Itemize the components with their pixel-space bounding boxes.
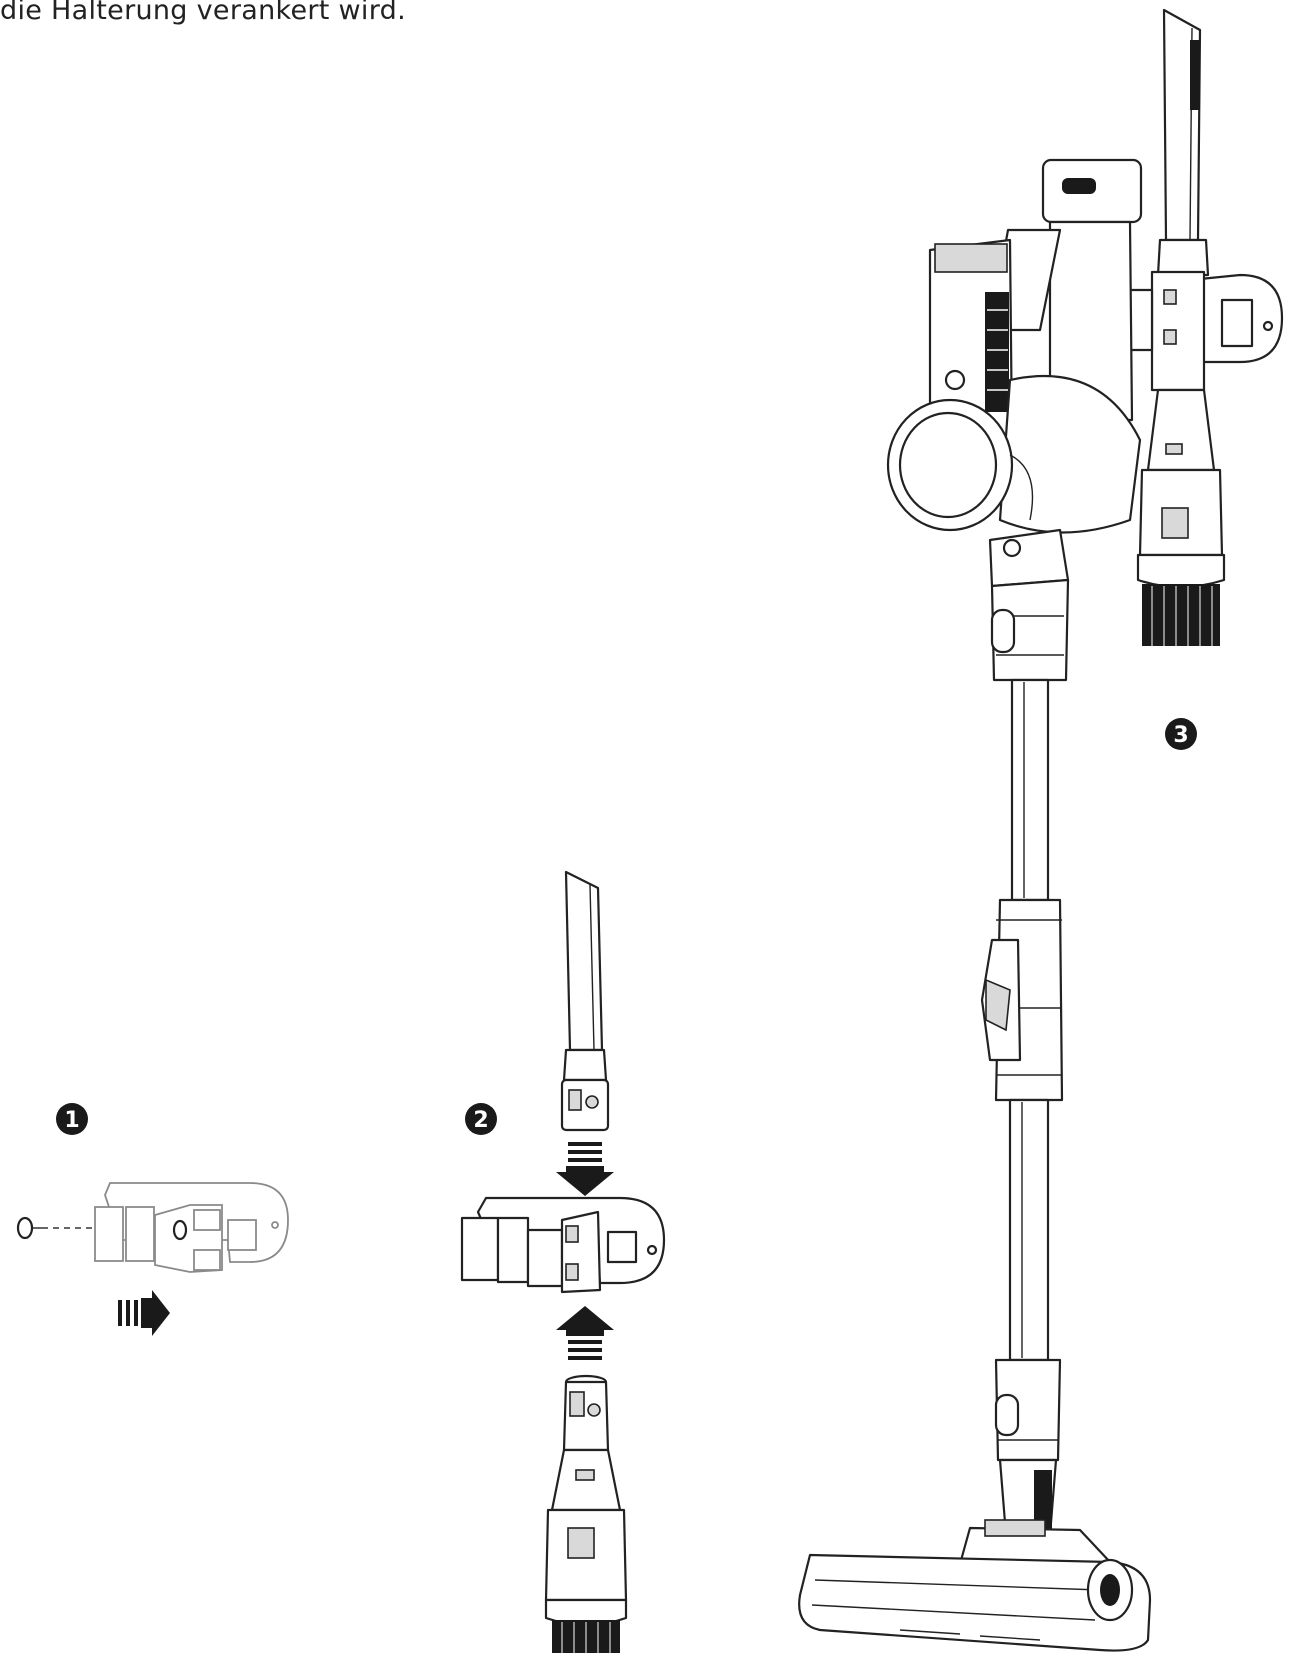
step-2-badge: 2 (465, 1103, 497, 1135)
step-3-badge: 3 (1165, 718, 1197, 750)
step-3-illustration: 3 (798, 8, 1284, 1652)
crevice-tool (560, 870, 610, 1132)
stored-brush-tool (1136, 388, 1226, 646)
step-2-number: 2 (473, 1108, 488, 1133)
telescoping-lock (980, 898, 1064, 1102)
intro-text: die Halterung verankert wird. (0, 0, 406, 26)
vacuum-main-body (886, 158, 1143, 588)
step-1-badge: 1 (56, 1103, 88, 1135)
wall-bracket (460, 1196, 666, 1294)
down-arrow-icon (556, 1142, 614, 1196)
step-1-illustration: 1 (16, 1103, 289, 1336)
step-3-number: 3 (1173, 723, 1188, 748)
floor-brush-head (798, 1519, 1152, 1652)
brush-tool (544, 1374, 628, 1653)
mounted-wall-bracket (1108, 270, 1284, 392)
brush-bristles (552, 1620, 620, 1653)
push-right-arrow-icon (118, 1290, 170, 1336)
step-2-illustration: 2 (460, 870, 666, 1653)
wand-lower-connector (994, 1358, 1062, 1537)
wall-bracket-faded (94, 1182, 289, 1273)
up-arrow-icon (556, 1306, 614, 1360)
wand-upper-connector (990, 578, 1070, 682)
stored-crevice-tool (1156, 8, 1210, 277)
step-1-number: 1 (64, 1108, 79, 1133)
wand-tube-lower (1008, 1098, 1050, 1362)
wand-tube-upper (1010, 678, 1050, 902)
